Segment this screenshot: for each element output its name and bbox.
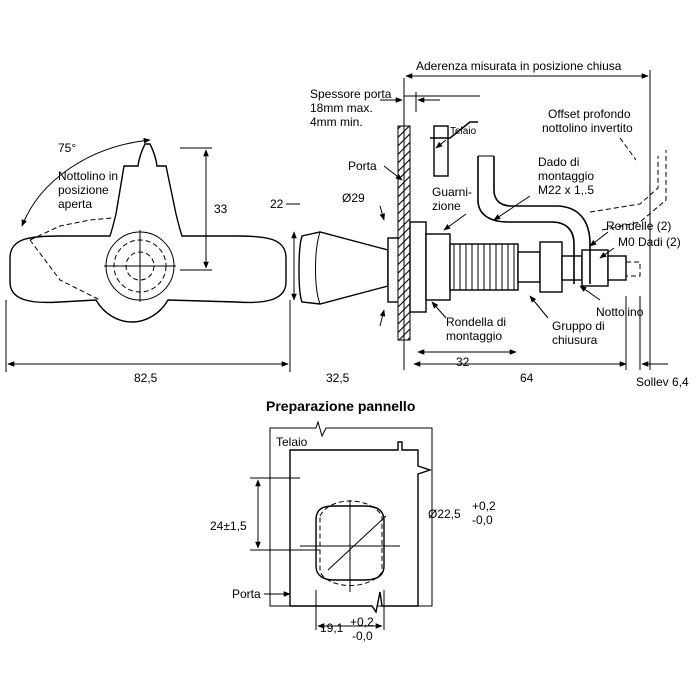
label-angle: 75° xyxy=(58,141,76,155)
label-rondelle: Rondelle (2) xyxy=(606,219,671,233)
label-dim-22: 22 xyxy=(270,197,284,211)
labels: 75° Nottolino in posizione aperta 33 22 … xyxy=(58,59,689,643)
body-dimensions xyxy=(379,70,668,370)
label-offset-2: nottolino invertito xyxy=(542,121,633,135)
label-nottolino-aperta-1: Nottolino in xyxy=(58,169,118,183)
label-spessore-1: Spessore porta xyxy=(310,87,392,101)
label-dia-22-5: Ø22,5 xyxy=(428,507,461,521)
label-dado-3: M22 x 1,.5 xyxy=(538,183,594,197)
label-rondella-1: Rondella di xyxy=(446,315,506,329)
label-aderenza: Aderenza misurata in posizione chiusa xyxy=(416,59,622,73)
label-dado-2: montaggio xyxy=(538,169,594,183)
label-dia-29: Ø29 xyxy=(342,191,365,205)
label-gruppo-1: Gruppo di xyxy=(552,319,605,333)
label-spessore-2: 18mm max. xyxy=(310,101,373,115)
label-telaio-top: Telaio xyxy=(450,126,477,137)
label-dim-82-5: 82,5 xyxy=(134,371,158,385)
label-rondella-2: montaggio xyxy=(446,329,502,343)
panel-preparation xyxy=(250,420,433,630)
label-dadi: M0 Dadi (2) xyxy=(618,235,681,249)
label-dim-32: 32 xyxy=(456,355,470,369)
label-tol2-top: +0,2 xyxy=(350,615,374,629)
label-dim-24: 24±1,5 xyxy=(210,519,247,533)
label-porta-bottom: Porta xyxy=(232,587,261,601)
label-offset-1: Offset profondo xyxy=(548,107,631,121)
label-dado-1: Dado di xyxy=(538,155,579,169)
label-sollev: Sollev 6,4 xyxy=(636,375,689,389)
t-handle xyxy=(9,137,287,323)
label-guarnizione-2: zione xyxy=(432,199,461,213)
label-tol2-bottom: -0,0 xyxy=(352,629,373,643)
panel-prep-title: Preparazione pannello xyxy=(266,398,415,414)
label-tol-top: +0,2 xyxy=(472,499,496,513)
label-dim-19-1: 19,1 xyxy=(320,621,344,635)
handle-dimensions xyxy=(5,147,300,372)
label-porta-top: Porta xyxy=(348,159,377,173)
label-guarnizione-1: Guarni- xyxy=(432,185,472,199)
label-spessore-3: 4mm min. xyxy=(310,115,363,129)
label-nottolino-aperta-3: aperta xyxy=(58,197,92,211)
label-nottolino-aperta-2: posizione xyxy=(58,183,109,197)
label-gruppo-2: chiusura xyxy=(552,333,598,347)
label-tol-bottom: -0,0 xyxy=(472,513,493,527)
label-nottolino: Nottolino xyxy=(596,305,644,319)
label-dim-32-5: 32,5 xyxy=(326,371,350,385)
label-telaio-bottom: Telaio xyxy=(276,435,308,449)
label-dim-33: 33 xyxy=(214,202,228,216)
label-dim-64: 64 xyxy=(520,371,534,385)
